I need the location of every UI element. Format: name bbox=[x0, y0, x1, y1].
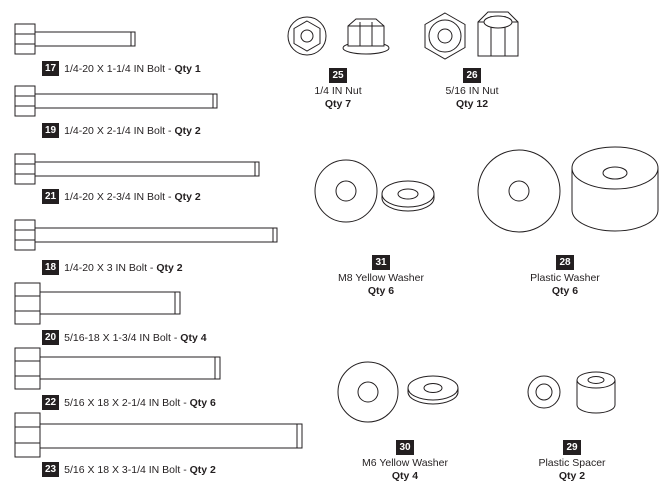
part-number-badge: 22 bbox=[42, 395, 60, 410]
part-description: 5/16 X 18 X 3-1/4 IN Bolt - bbox=[64, 463, 187, 476]
spacer-29-illustration bbox=[527, 371, 616, 414]
bolt-22-illustration bbox=[14, 347, 221, 390]
bolt-17-illustration bbox=[14, 23, 136, 55]
washer-31-caption: 31 M8 Yellow Washer Qty 6 bbox=[306, 255, 456, 298]
part-quantity: Qty 7 bbox=[324, 98, 352, 110]
part-quantity: Qty 6 bbox=[189, 396, 216, 409]
washer-28-caption: 28 Plastic Washer Qty 6 bbox=[490, 255, 640, 298]
part-number-badge: 29 bbox=[563, 440, 581, 455]
washer-30-caption: 30 M6 Yellow Washer Qty 4 bbox=[330, 440, 480, 483]
part-number-badge: 18 bbox=[42, 260, 60, 275]
nut-26-illustration bbox=[424, 11, 519, 60]
part-name: 1/4 IN Nut bbox=[314, 85, 362, 97]
nut-25-caption: 25 1/4 IN Nut Qty 7 bbox=[263, 68, 413, 111]
part-name: M6 Yellow Washer bbox=[362, 457, 448, 469]
nut-26-caption: 26 5/16 IN Nut Qty 12 bbox=[397, 68, 547, 111]
washer-31-illustration bbox=[314, 159, 435, 223]
nut-25-illustration bbox=[287, 16, 390, 56]
bolt-23-label: 23 5/16 X 18 X 3-1/4 IN Bolt - Qty 2 bbox=[42, 462, 216, 477]
bolt-22-label: 22 5/16 X 18 X 2-1/4 IN Bolt - Qty 6 bbox=[42, 395, 216, 410]
washer-28-illustration bbox=[477, 146, 659, 233]
bolt-20-label: 20 5/16-18 X 1-3/4 IN Bolt - Qty 4 bbox=[42, 330, 207, 345]
part-name: Plastic Washer bbox=[530, 272, 600, 284]
part-name: Plastic Spacer bbox=[538, 457, 606, 469]
part-number-badge: 30 bbox=[396, 440, 414, 455]
part-description: 1/4-20 X 2-1/4 IN Bolt - bbox=[64, 124, 172, 137]
part-description: 5/16-18 X 1-3/4 IN Bolt - bbox=[64, 331, 178, 344]
part-quantity: Qty 1 bbox=[174, 62, 201, 75]
bolt-18-illustration bbox=[14, 219, 278, 251]
part-quantity: Qty 2 bbox=[174, 190, 201, 203]
part-quantity: Qty 12 bbox=[455, 98, 489, 110]
bolt-23-illustration bbox=[14, 412, 303, 458]
bolt-17-label: 17 1/4-20 X 1-1/4 IN Bolt - Qty 1 bbox=[42, 61, 201, 76]
bolt-21-label: 21 1/4-20 X 2-3/4 IN Bolt - Qty 2 bbox=[42, 189, 201, 204]
part-name: 5/16 IN Nut bbox=[445, 85, 499, 97]
part-quantity: Qty 4 bbox=[391, 470, 419, 482]
bolt-19-label: 19 1/4-20 X 2-1/4 IN Bolt - Qty 2 bbox=[42, 123, 201, 138]
part-quantity: Qty 6 bbox=[367, 285, 395, 297]
part-description: 1/4-20 X 2-3/4 IN Bolt - bbox=[64, 190, 172, 203]
part-number-badge: 23 bbox=[42, 462, 60, 477]
bolt-19-illustration bbox=[14, 85, 218, 117]
part-quantity: Qty 2 bbox=[558, 470, 586, 482]
part-number-badge: 19 bbox=[42, 123, 60, 138]
part-quantity: Qty 4 bbox=[180, 331, 207, 344]
part-description: 1/4-20 X 1-1/4 IN Bolt - bbox=[64, 62, 172, 75]
part-quantity: Qty 2 bbox=[189, 463, 216, 476]
part-number-badge: 26 bbox=[463, 68, 481, 83]
part-description: 1/4-20 X 3 IN Bolt - bbox=[64, 261, 154, 274]
part-number-badge: 31 bbox=[372, 255, 390, 270]
part-number-badge: 25 bbox=[329, 68, 347, 83]
part-name: M8 Yellow Washer bbox=[338, 272, 424, 284]
spacer-29-caption: 29 Plastic Spacer Qty 2 bbox=[497, 440, 647, 483]
bolt-20-illustration bbox=[14, 282, 181, 325]
part-quantity: Qty 6 bbox=[551, 285, 579, 297]
washer-30-illustration bbox=[337, 361, 459, 423]
bolt-18-label: 18 1/4-20 X 3 IN Bolt - Qty 2 bbox=[42, 260, 183, 275]
part-description: 5/16 X 18 X 2-1/4 IN Bolt - bbox=[64, 396, 187, 409]
part-number-badge: 20 bbox=[42, 330, 60, 345]
part-quantity: Qty 2 bbox=[156, 261, 183, 274]
part-number-badge: 28 bbox=[556, 255, 574, 270]
part-number-badge: 21 bbox=[42, 189, 60, 204]
bolt-21-illustration bbox=[14, 153, 260, 185]
part-number-badge: 17 bbox=[42, 61, 60, 76]
part-quantity: Qty 2 bbox=[174, 124, 201, 137]
